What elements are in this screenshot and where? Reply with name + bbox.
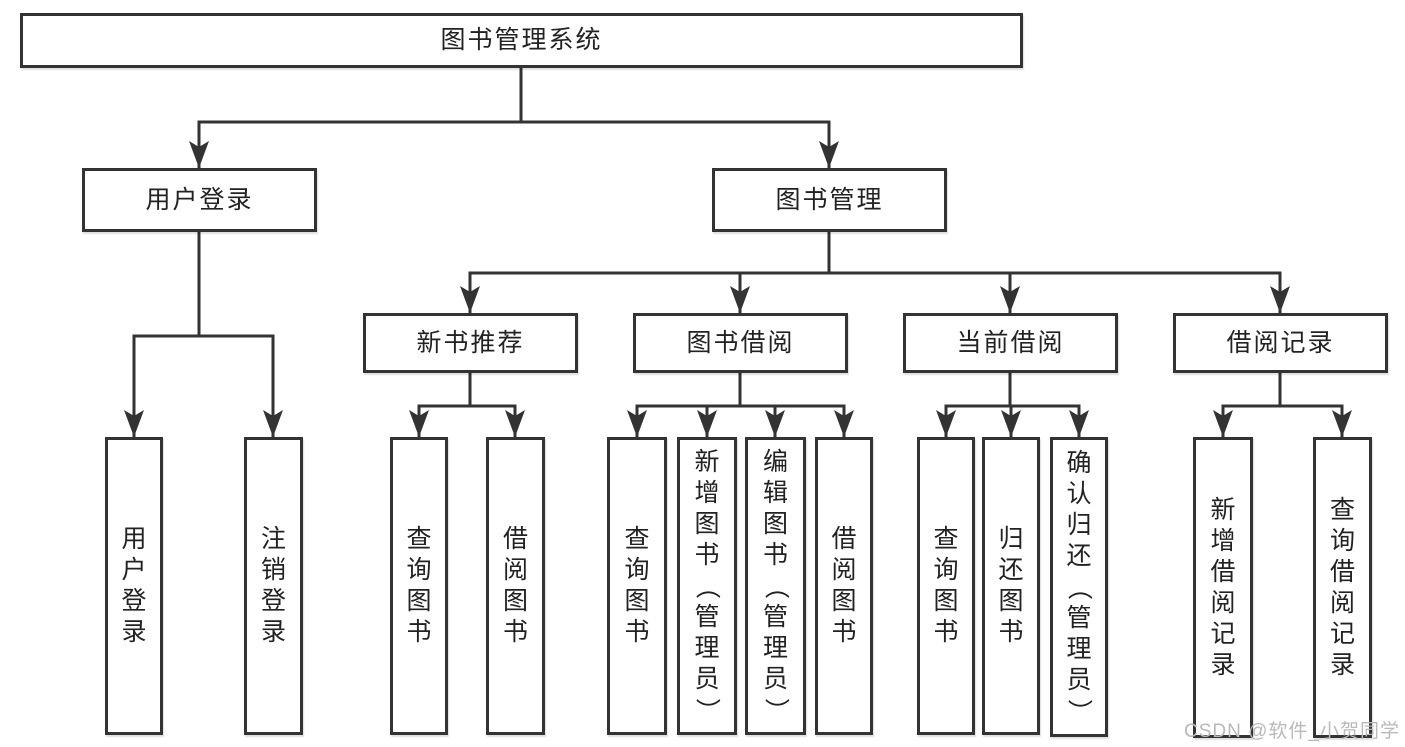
arrow-down-icon bbox=[730, 286, 750, 313]
leaf-query-borrow-record: 查询借阅记录 bbox=[1313, 437, 1372, 738]
node-label: 图书借阅 bbox=[686, 328, 795, 357]
arrow-down-icon bbox=[765, 410, 785, 437]
node-library-system: 图书管理系统 bbox=[20, 13, 1023, 68]
arrow-down-icon bbox=[1332, 410, 1352, 437]
node-new-book-recommend: 新书推荐 bbox=[363, 313, 578, 373]
arrow-down-icon bbox=[936, 410, 956, 437]
connector-book-borrow-children bbox=[635, 372, 846, 437]
leaf-borrow-books: 借阅图书 bbox=[815, 437, 873, 735]
leaf-return-books: 归还图书 bbox=[982, 437, 1040, 735]
csdn-watermark: CSDN @软件_小贺同学 bbox=[1184, 721, 1400, 742]
node-label: 图书管理 bbox=[775, 185, 884, 214]
arrow-down-icon bbox=[505, 410, 525, 437]
arrow-down-icon bbox=[1001, 410, 1021, 437]
arrowheads bbox=[124, 141, 1352, 437]
connector-borrow-records-children bbox=[1221, 372, 1344, 437]
arrow-down-icon bbox=[697, 410, 717, 437]
arrow-down-icon bbox=[1000, 286, 1020, 313]
arrow-down-icon bbox=[1213, 410, 1233, 437]
node-label: 新书推荐 bbox=[416, 328, 525, 357]
leaf-edit-books-admin: 编辑图书（管理员） bbox=[745, 437, 806, 735]
arrow-down-icon bbox=[263, 410, 283, 437]
node-user-login: 用户登录 bbox=[82, 168, 317, 232]
node-book-borrow: 图书借阅 bbox=[633, 313, 848, 373]
node-borrow-records: 借阅记录 bbox=[1173, 313, 1388, 373]
arrow-down-icon bbox=[124, 410, 144, 437]
arrow-down-icon bbox=[1270, 286, 1290, 313]
connector-user-login-children bbox=[132, 232, 275, 437]
leaf-query-books: 查询图书 bbox=[607, 437, 667, 735]
node-current-borrow: 当前借阅 bbox=[903, 313, 1118, 373]
arrow-down-icon bbox=[627, 410, 647, 437]
leaf-user-login: 用户登录 bbox=[105, 437, 163, 735]
node-label: 用户登录 bbox=[145, 185, 254, 214]
arrow-down-icon bbox=[460, 286, 480, 313]
node-label: 当前借阅 bbox=[956, 328, 1065, 357]
leaf-add-books-admin: 新增图书（管理员） bbox=[677, 437, 737, 735]
leaf-logout: 注销登录 bbox=[244, 437, 303, 735]
leaf-borrow-books: 借阅图书 bbox=[486, 437, 545, 735]
arrow-down-icon bbox=[1069, 410, 1089, 437]
leaf-confirm-return-admin: 确认归还（管理员） bbox=[1050, 437, 1108, 737]
arrow-down-icon bbox=[834, 410, 854, 437]
leaf-query-books: 查询图书 bbox=[917, 437, 975, 735]
connector-root-to-level2 bbox=[197, 67, 831, 168]
node-book-management: 图书管理 bbox=[712, 168, 947, 232]
node-label: 借阅记录 bbox=[1226, 328, 1335, 357]
leaf-query-books: 查询图书 bbox=[390, 437, 448, 735]
arrow-down-icon bbox=[189, 141, 209, 168]
arrow-down-icon bbox=[819, 141, 839, 168]
node-label: 图书管理系统 bbox=[440, 26, 603, 54]
leaf-add-borrow-record: 新增借阅记录 bbox=[1193, 437, 1253, 738]
connector-new-books-children bbox=[417, 372, 517, 437]
arrow-down-icon bbox=[409, 410, 429, 437]
connector-book-mgmt-children bbox=[468, 232, 1282, 313]
